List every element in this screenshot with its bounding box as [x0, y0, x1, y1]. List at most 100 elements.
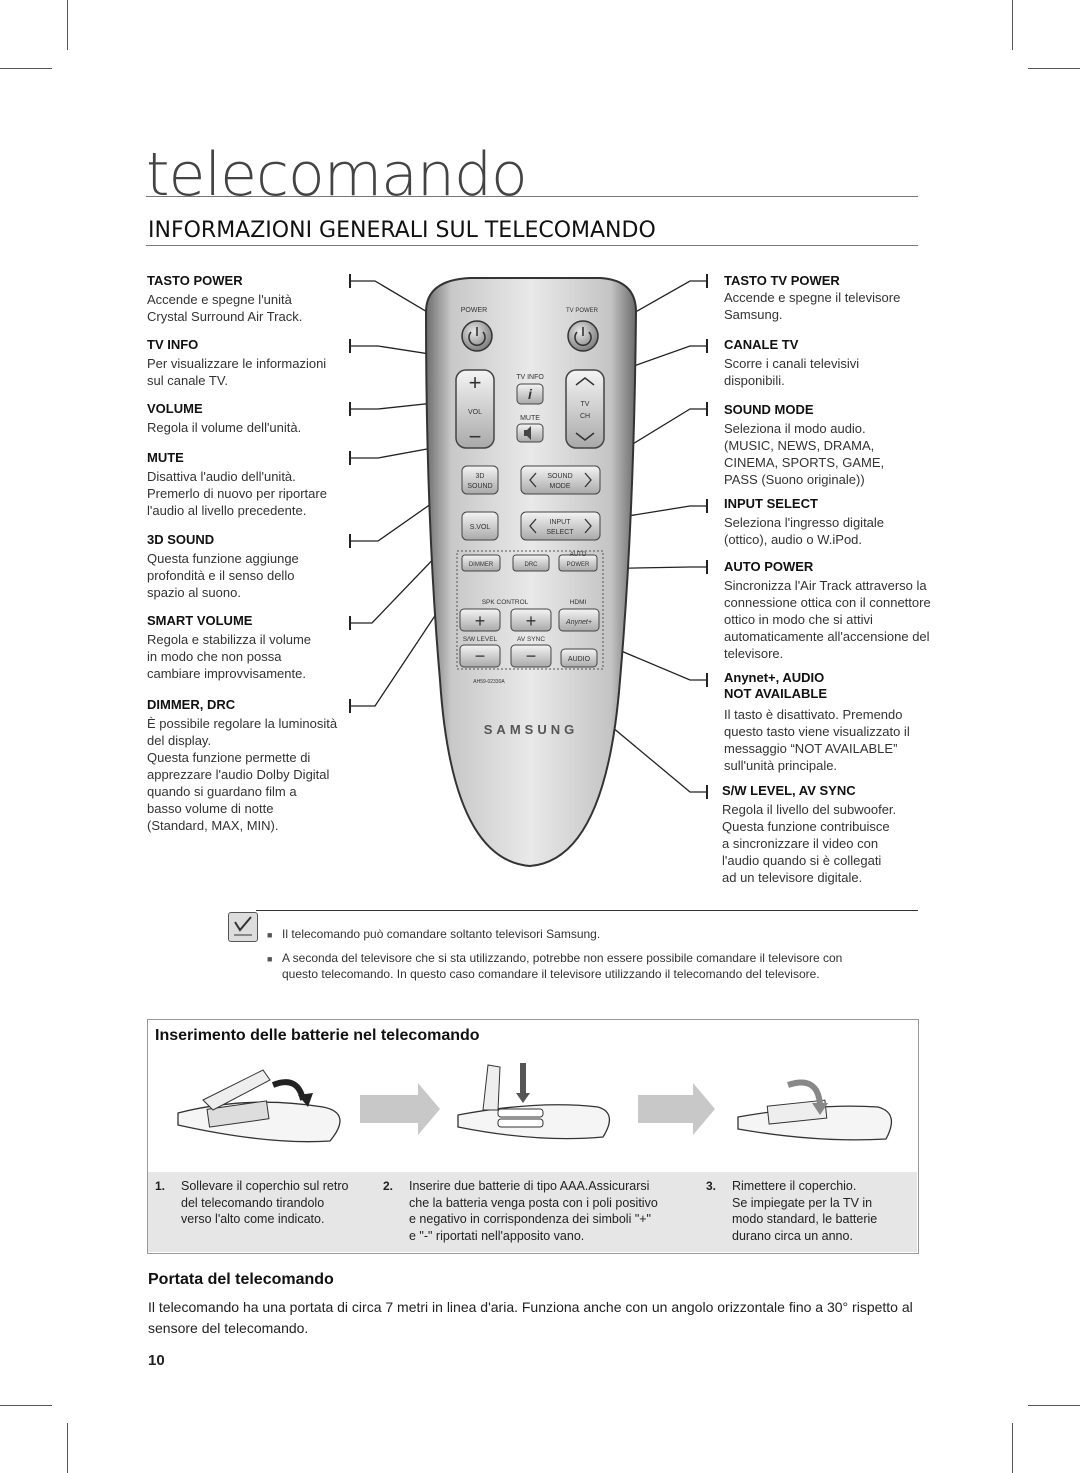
chevron-left-icon: [529, 472, 537, 488]
page-number: 10: [148, 1352, 165, 1369]
label-sound-mode: SOUND MODE Seleziona il modo audio. (MUS…: [724, 402, 959, 488]
label-tv-channel: CANALE TV Scorre i canali televisivi dis…: [724, 337, 959, 389]
audio-button[interactable]: AUDIO: [560, 648, 598, 668]
label-anynet-audio: Anynet+, AUDIO NOT AVAILABLE Il tasto è …: [724, 670, 959, 774]
label-title: CANALE TV: [724, 337, 799, 352]
tv-info-button[interactable]: i: [516, 383, 544, 405]
label-text: Accende e spegne l'unità Crystal Surroun…: [147, 292, 303, 324]
chevron-left-icon: [529, 518, 537, 534]
plus-icon: +: [469, 370, 482, 395]
label-text: Per visualizzare le informazioni sul can…: [147, 356, 327, 388]
label-text: Seleziona l'ingresso digitale (ottico), …: [724, 515, 885, 547]
info-icon: i: [528, 386, 533, 402]
note-bullet: ■: [267, 954, 273, 964]
remote-body: [424, 277, 638, 868]
auto-power-button[interactable]: AUTO POWER: [558, 552, 598, 572]
mute-icon: [524, 426, 531, 440]
3d-text: 3D: [476, 473, 485, 480]
hdmi-text: HDMI: [570, 599, 587, 606]
crop-mark: [0, 1405, 52, 1406]
3d-sound-button[interactable]: 3D SOUND: [461, 465, 499, 495]
battery-box: [147, 1019, 919, 1254]
chevron-up-icon: [575, 377, 595, 386]
chevron-right-icon: [584, 472, 592, 488]
minus-icon: −: [526, 646, 537, 666]
chevron-down-icon: [575, 432, 595, 441]
power-text: POWER: [461, 307, 487, 314]
minus-icon: −: [469, 424, 482, 449]
label-text: È possibile regolare la luminosità del d…: [147, 716, 338, 833]
label-volume: VOLUME Regola il volume dell'unità.: [147, 401, 357, 436]
sound-mode-text-b: MODE: [550, 483, 571, 490]
label-title: S/W LEVEL, AV SYNC: [722, 783, 856, 798]
label-title: TV INFO: [147, 337, 199, 352]
channel-rocker[interactable]: TV CH: [565, 369, 605, 449]
crop-mark: [1028, 68, 1080, 69]
step-1-number: 1.: [155, 1179, 166, 1193]
sw-level-plus-button[interactable]: +: [459, 608, 501, 632]
chevron-right-icon: [584, 518, 592, 534]
title-rule: [146, 196, 918, 197]
av-sync-plus-button[interactable]: +: [510, 608, 552, 632]
label-text: Accende e spegne il televisore Samsung.: [724, 290, 901, 322]
volume-rocker[interactable]: + VOL −: [455, 369, 495, 449]
spk-control-text: SPK CONTROL: [482, 599, 529, 606]
label-title: AUTO POWER: [724, 559, 814, 574]
input-select-button[interactable]: INPUT SELECT: [520, 511, 601, 541]
auto-power-text: POWER: [567, 562, 590, 568]
crop-mark: [1028, 1405, 1080, 1406]
sound-mode-text-a: SOUND: [547, 473, 572, 480]
sound-mode-button[interactable]: SOUND MODE: [520, 465, 601, 495]
plus-icon: +: [526, 611, 537, 631]
leader-ticks-right: [706, 274, 708, 799]
label-title: DIMMER, DRC: [147, 697, 236, 712]
label-title: SOUND MODE: [724, 402, 814, 417]
label-text: Regola il volume dell'unità.: [147, 420, 302, 435]
note-2: A seconda del televisore che si sta util…: [282, 951, 843, 981]
label-input-select: INPUT SELECT Seleziona l'ingresso digita…: [724, 496, 959, 548]
label-title: Anynet+, AUDIO NOT AVAILABLE: [724, 670, 828, 701]
anynet-button[interactable]: Anynet+: [558, 608, 600, 632]
arrow-right-icon: [360, 1083, 440, 1135]
remote-diagram: POWER TV POWER + VOL − TV CH TV INFO i M…: [349, 274, 708, 868]
vol-text: VOL: [468, 409, 482, 416]
step-3-text: Rimettere il coperchio. Se impiegate per…: [732, 1179, 878, 1243]
crop-mark: [1012, 1423, 1013, 1473]
label-text: Sincronizza l'Air Track attraverso la co…: [724, 578, 931, 661]
label-title: 3D SOUND: [147, 532, 215, 547]
battery-illustrations: [177, 1063, 893, 1143]
drc-button[interactable]: DRC: [512, 554, 550, 572]
tv-power-text: TV POWER: [566, 308, 599, 314]
label-3d-sound: 3D SOUND Questa funzione aggiunge profon…: [147, 532, 357, 601]
dimmer-button[interactable]: DIMMER: [461, 554, 501, 572]
page-title: telecomando: [146, 140, 528, 210]
tv-text: TV: [581, 401, 590, 408]
step-2-number: 2.: [383, 1179, 394, 1193]
label-power: TASTO POWER Accende e spegne l'unità Cry…: [147, 273, 357, 325]
crop-mark: [67, 1423, 68, 1473]
tv-power-button[interactable]: [567, 320, 599, 352]
label-smart-volume: SMART VOLUME Regola e stabilizza il volu…: [147, 613, 357, 682]
label-text: Disattiva l'audio dell'unità. Premerlo d…: [147, 469, 327, 518]
plus-icon: +: [475, 611, 486, 631]
samsung-logo: SAMSUNG: [484, 722, 578, 737]
auto-text: AUTO: [570, 552, 587, 558]
smart-volume-button[interactable]: S.VOL: [461, 511, 499, 541]
crop-mark: [1012, 0, 1013, 50]
label-title: VOLUME: [147, 401, 203, 416]
remote-closed-illustration: [737, 1079, 893, 1141]
sw-level-text: S/W LEVEL: [463, 636, 498, 643]
power-button[interactable]: [461, 320, 493, 352]
range-text: Il telecomando ha una portata di circa 7…: [148, 1299, 913, 1336]
sw-level-minus-button[interactable]: −: [459, 644, 501, 668]
section-heading: INFORMAZIONI GENERALI SUL TELECOMANDO: [148, 218, 656, 243]
label-text: Regola il livello del subwoofer. Questa …: [722, 802, 897, 885]
av-sync-minus-button[interactable]: −: [510, 644, 552, 668]
note-1: Il telecomando può comandare soltanto te…: [282, 927, 601, 941]
sound-text: SOUND: [467, 483, 492, 490]
label-text: Il tasto è disattivato. Premendo questo …: [724, 707, 910, 773]
input-text-b: SELECT: [546, 529, 574, 536]
mute-button[interactable]: [516, 423, 544, 443]
leader-ticks-left: [349, 274, 351, 713]
remote-batteries-illustration: [457, 1063, 610, 1140]
